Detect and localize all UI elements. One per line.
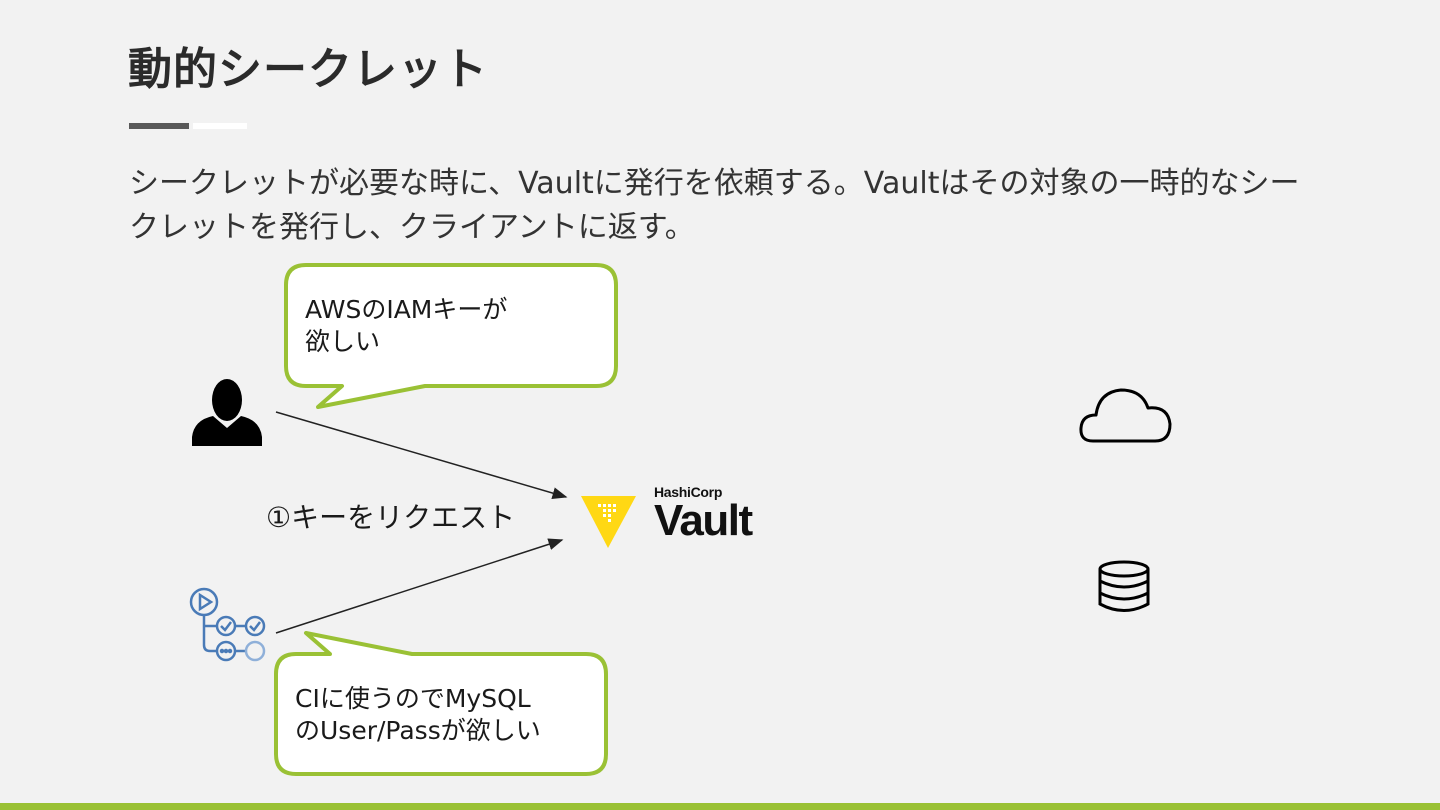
- speech-bubble-top: [284, 263, 618, 409]
- bottom-accent-bar: [0, 803, 1440, 810]
- slide-title: 動的シークレット: [128, 44, 488, 95]
- workflow-icon: [189, 587, 266, 662]
- arrow-user-to-vault: [275, 411, 568, 499]
- title-underline-dark: [129, 123, 189, 129]
- slide-description: シークレットが必要な時に、Vaultに発行を依頼する。Vaultはその対象の一時…: [129, 166, 1300, 245]
- arrow-ci-to-vault: [275, 538, 564, 634]
- vault-triangle-icon: [581, 496, 636, 548]
- cloud-icon: [1079, 388, 1172, 443]
- database-icon: [1098, 560, 1150, 612]
- speech-bubble-top-text: AWSのIAMキーが 欲しい: [305, 294, 507, 358]
- bubble-bottom-line-2: のUser/Passが欲しい: [295, 716, 541, 745]
- vault-name-text: Vault: [654, 496, 753, 545]
- speech-bubble-bottom-text: CIに使うのでMySQL のUser/Passが欲しい: [295, 683, 541, 747]
- bubble-top-line-1: AWSのIAMキーが: [305, 295, 508, 324]
- speech-bubble-bottom: [274, 631, 608, 776]
- bubble-bottom-line-1: CIに使うのでMySQL: [295, 684, 531, 713]
- vault-brand-text: HashiCorp: [654, 484, 723, 500]
- bubble-top-line-2: 欲しい: [305, 327, 381, 356]
- title-underline-light: [193, 123, 247, 129]
- request-label: ①キーをリクエスト: [266, 501, 516, 534]
- user-icon: [192, 379, 262, 446]
